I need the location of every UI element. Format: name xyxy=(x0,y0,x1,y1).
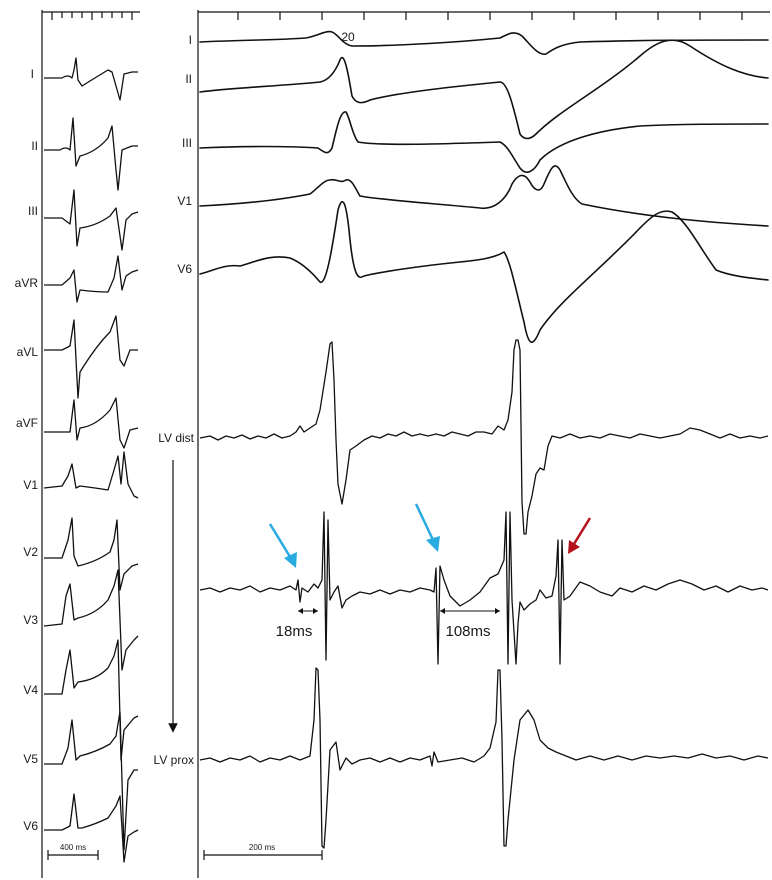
lv-dist-label: LV dist xyxy=(158,431,194,445)
lead-trace-avf xyxy=(44,397,139,449)
lead-label-v1: V1 xyxy=(23,478,38,492)
left-scale-label: 400 ms xyxy=(60,843,86,852)
surface-trace-ii xyxy=(199,39,769,140)
red-arrow xyxy=(568,517,592,554)
left-scale-bar xyxy=(47,850,99,860)
surface-lead-label-i: I xyxy=(189,33,192,47)
beat-number: 20 xyxy=(341,30,355,44)
surface-lead-label-v1: V1 xyxy=(177,194,192,208)
lead-label-v4: V4 xyxy=(23,683,38,697)
surface-trace-v1 xyxy=(199,165,769,227)
right-panel-tick-ruler xyxy=(198,11,770,20)
surface-trace-iii xyxy=(199,111,769,173)
lead-trace-i xyxy=(44,57,138,101)
lead-trace-v5 xyxy=(44,711,138,851)
lead-trace-v3 xyxy=(43,569,139,671)
right-scale-label: 200 ms xyxy=(249,843,275,852)
lv-dist-trace xyxy=(199,339,769,535)
lead-trace-avl xyxy=(44,315,138,399)
left-panel-tick-ruler xyxy=(42,11,140,20)
lead-trace-v6 xyxy=(44,793,139,863)
left-panel: I II III aVR aVL aVF V1 V2 V3 V4 V5 V6 4… xyxy=(15,10,140,878)
blue-arrow-1 xyxy=(268,523,297,568)
lv-mid-trace xyxy=(199,511,769,665)
measurement-18ms-label: 18ms xyxy=(276,623,313,640)
measurement-18ms-bracket xyxy=(298,608,318,614)
lead-trace-ii xyxy=(44,117,138,191)
lead-label-i: I xyxy=(31,67,34,81)
lv-prox-label: LV prox xyxy=(154,753,194,767)
lead-trace-v2 xyxy=(44,517,139,591)
right-scale-bar xyxy=(203,850,323,860)
surface-lead-label-v6: V6 xyxy=(177,262,192,276)
surface-trace-i xyxy=(199,30,769,55)
surface-trace-v6 xyxy=(199,200,769,343)
measurement-108ms-label: 108ms xyxy=(445,623,490,640)
lead-label-avl: aVL xyxy=(17,345,39,359)
lead-label-avr: aVR xyxy=(15,276,39,290)
lead-trace-v1 xyxy=(43,451,139,499)
lead-label-v5: V5 xyxy=(23,752,38,766)
blue-arrow-2 xyxy=(414,503,440,552)
lead-label-ii: II xyxy=(31,139,38,153)
lead-label-iii: III xyxy=(28,204,38,218)
lv-prox-trace xyxy=(199,667,769,849)
surface-lead-label-iii: III xyxy=(182,136,192,150)
lead-trace-v4 xyxy=(44,639,139,761)
surface-lead-label-ii: II xyxy=(185,72,192,86)
measurement-108ms-bracket xyxy=(440,608,500,614)
lead-trace-avr xyxy=(44,255,139,303)
lead-label-v2: V2 xyxy=(23,545,38,559)
lead-label-v3: V3 xyxy=(23,613,38,627)
lead-label-avf: aVF xyxy=(16,416,38,430)
lead-label-v6: V6 xyxy=(23,819,38,833)
right-panel: 20 I II III V1 V6 LV dist LV prox xyxy=(154,10,770,878)
lead-trace-iii xyxy=(44,189,139,251)
